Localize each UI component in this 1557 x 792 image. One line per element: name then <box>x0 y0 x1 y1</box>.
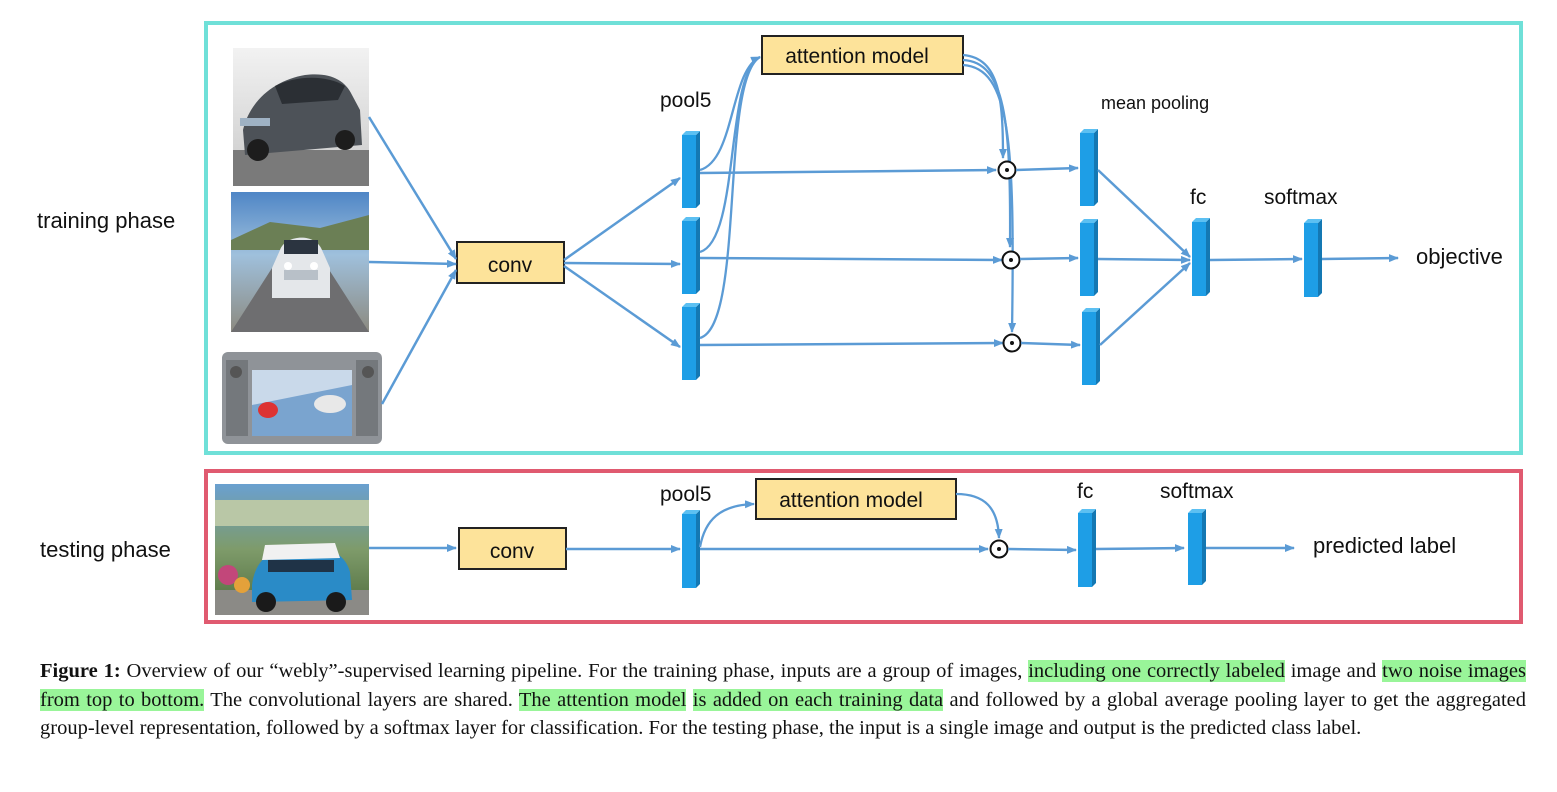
pool5-block-testing <box>682 510 700 588</box>
arrow-conv-pool-2 <box>563 259 681 268</box>
input-image-car-stereo <box>222 352 382 444</box>
caption-segment: Overview of our “webly”-supervised learn… <box>120 660 1029 682</box>
arrow-img1-conv <box>367 116 458 260</box>
input-image-mercedes <box>231 192 369 332</box>
caption-highlight: including one correctly labeled <box>1028 660 1285 682</box>
figure-label: Figure 1: <box>40 660 121 682</box>
fc-block-training <box>1192 218 1210 296</box>
arrow-attention-product-1 <box>962 53 1007 159</box>
pool5-block-2 <box>682 217 700 294</box>
arrow-pool-attention-testing <box>698 500 755 548</box>
caption-segment: and followed by a global average pooling… <box>40 688 1527 740</box>
softmax-label-training: softmax <box>1264 186 1338 209</box>
softmax-block-training <box>1304 219 1322 297</box>
pool5-label-testing: pool5 <box>660 483 711 506</box>
training-panel-border <box>204 21 1523 455</box>
product-node-testing <box>989 539 1009 559</box>
figure-caption: Figure 1: Overview of our “webly”-superv… <box>40 657 1526 743</box>
predicted-label-text: predicted label <box>1313 533 1456 558</box>
caption-segment: image and <box>1284 660 1383 682</box>
arrow-product-mean-2 <box>1019 254 1079 263</box>
arrow-pool-product-1 <box>699 166 997 175</box>
conv-box-testing <box>458 527 567 570</box>
pool5-block-1 <box>682 131 700 208</box>
attention-model-label-testing: attention model <box>779 489 923 512</box>
arrow-product-fc-testing <box>1007 545 1077 554</box>
mean-pooling-label: mean pooling <box>1101 93 1209 113</box>
pool5-block-3 <box>682 303 700 380</box>
arrow-pool-attention-1 <box>699 55 761 172</box>
fc-block-testing <box>1078 509 1096 587</box>
arrow-fc-softmax-testing <box>1095 544 1185 553</box>
arrow-img3-conv <box>380 269 458 405</box>
caption-highlight: The attention model <box>518 688 687 711</box>
arrow-attention-product-3 <box>962 63 1017 333</box>
arrow-pool-attention-3 <box>699 56 761 340</box>
objective-label: objective <box>1416 244 1503 269</box>
fc-label-testing: fc <box>1077 480 1093 503</box>
arrow-softmax-objective <box>1321 254 1399 263</box>
pool5-label-training: pool5 <box>660 89 711 112</box>
arrow-pool-product-2 <box>699 255 1003 264</box>
caption-segment <box>686 689 692 711</box>
caption-highlight: is added on each training data <box>692 688 944 711</box>
fc-label-training: fc <box>1190 186 1206 209</box>
arrow-attention-product-testing <box>955 492 1003 539</box>
mean-pooling-block-3 <box>1082 308 1100 385</box>
attention-model-box-testing <box>755 478 957 520</box>
arrow-mean-fc-2 <box>1097 255 1191 264</box>
arrow-pool-product-3 <box>699 339 1004 348</box>
arrow-mean-fc-1 <box>1097 169 1191 258</box>
conv-box-training <box>456 241 565 284</box>
softmax-label-testing: softmax <box>1160 480 1234 503</box>
input-image-mini-cooper <box>215 484 369 615</box>
product-node-1 <box>997 160 1017 180</box>
mean-pooling-block-2 <box>1080 219 1098 296</box>
product-node-3 <box>1002 333 1022 353</box>
testing-panel-border <box>204 469 1523 624</box>
conv-label-testing: conv <box>490 540 535 563</box>
testing-panel: testing phase conv pool5 attention model… <box>40 469 1523 624</box>
arrow-img2-conv <box>368 259 457 268</box>
conv-label-training: conv <box>488 254 533 277</box>
mean-pooling-block-1 <box>1080 129 1098 206</box>
arrow-conv-pool-1 <box>563 176 681 262</box>
arrow-mean-fc-3 <box>1099 262 1191 346</box>
testing-phase-label: testing phase <box>40 537 171 562</box>
input-image-sedan <box>233 48 369 186</box>
arrow-product-mean-3 <box>1020 340 1081 349</box>
caption-segment: The convolutional layers are shared. <box>204 688 519 711</box>
arrow-fc-softmax-training <box>1209 255 1303 264</box>
attention-model-label-training: attention model <box>785 45 929 68</box>
training-phase-label: training phase <box>37 208 175 233</box>
arrow-conv-pool-3 <box>563 264 681 349</box>
training-panel: training phase <box>37 21 1523 455</box>
arrow-product-mean-1 <box>1015 164 1079 173</box>
pipeline-diagram: training phase <box>37 21 1523 624</box>
product-node-2 <box>1001 250 1021 270</box>
softmax-block-testing <box>1188 509 1206 585</box>
